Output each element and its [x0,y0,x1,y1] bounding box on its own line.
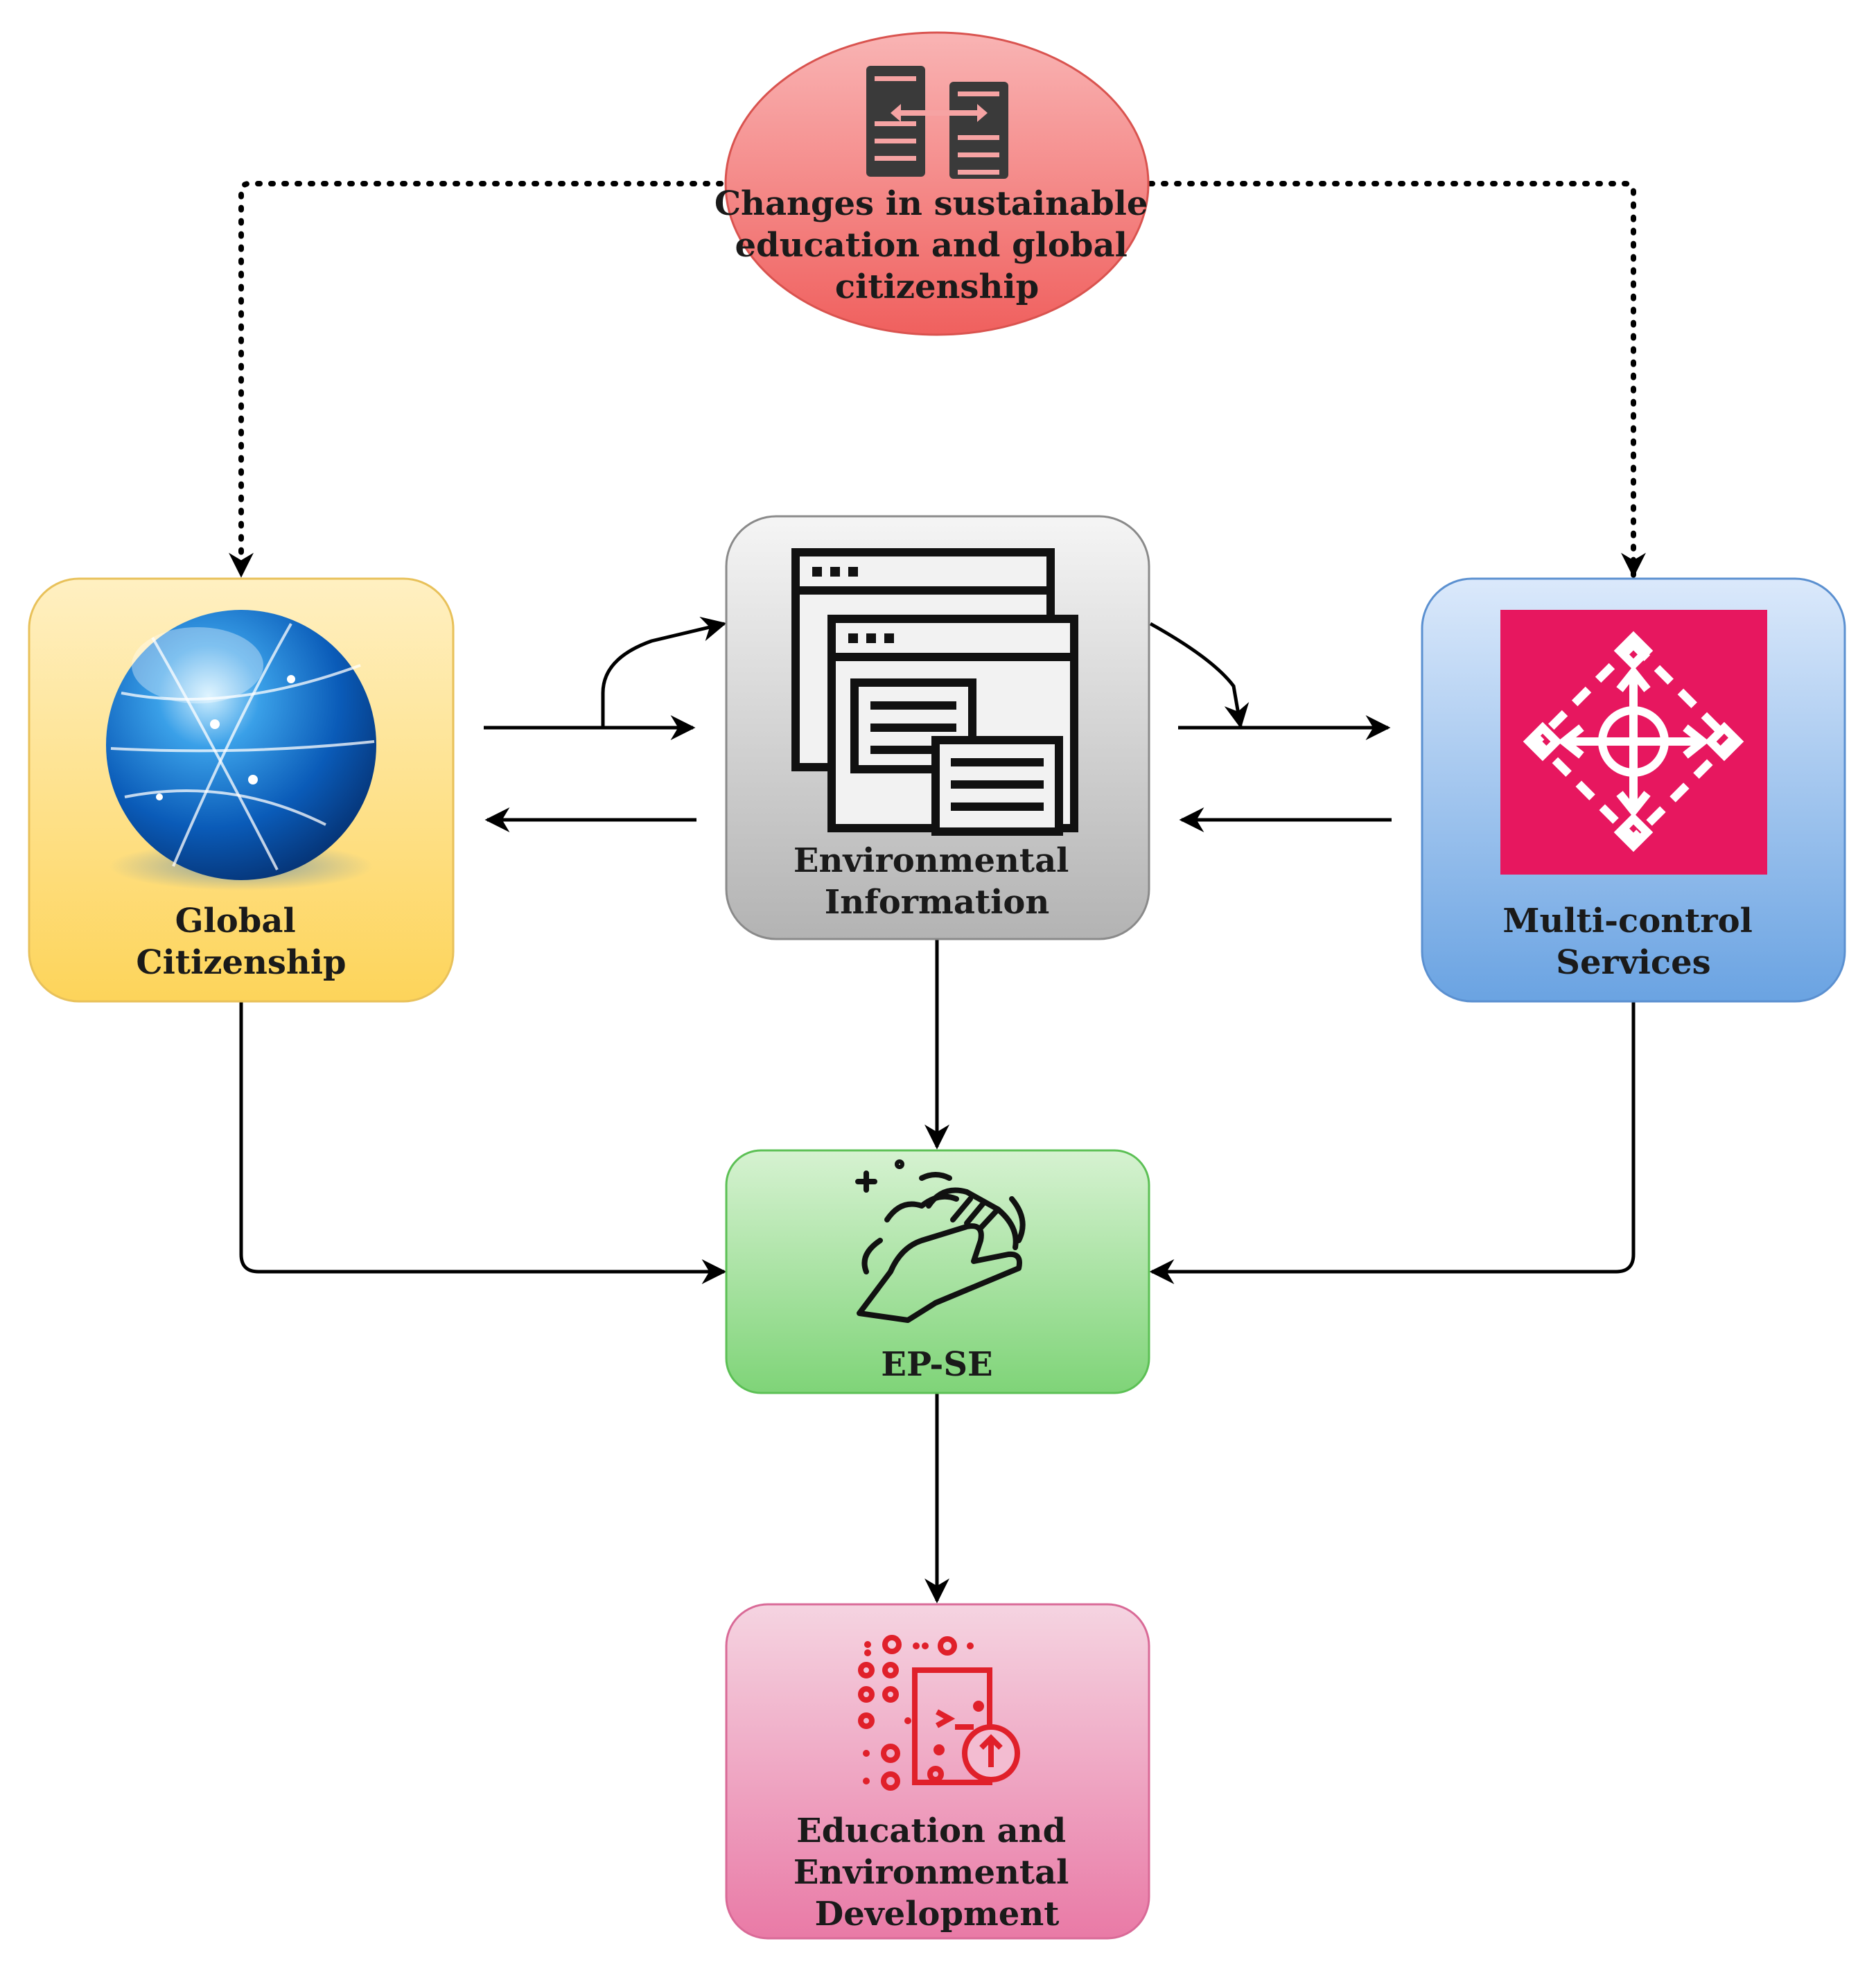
node-changes[interactable]: Changes in sustainable education and glo… [715,31,1159,336]
dotted-connector-right [1148,181,1646,578]
node-edu-label: Education and Environmental Development [794,1812,1080,1933]
connectors [229,181,1646,1604]
node-environmental-information[interactable]: Environmental Information [725,515,1150,940]
hand-washing-icon [855,1159,1026,1323]
node-global-citizenship[interactable]: Global Citizenship [28,577,455,1003]
node-epse-label: EP-SE [881,1345,992,1384]
node-epse-shape [725,1149,1150,1394]
document-upgrade-icon [858,1635,1020,1791]
arrow-global-to-env-curved [601,616,727,728]
node-env-label: Environmental Information [794,841,1080,922]
node-education-development[interactable]: Education and Environmental Development [725,1603,1150,1940]
node-multi-control-services[interactable]: Multi-control Services [1421,577,1846,1003]
node-changes-label: Changes in sustainable education and glo… [715,184,1159,306]
server-exchange-icon [866,66,1008,179]
node-ep-se[interactable]: EP-SE [725,1149,1150,1394]
arrow-global-to-epse [239,1001,727,1284]
node-multi-label: Multi-control Services [1502,902,1764,982]
globe-icon [106,610,376,891]
node-global-label: Global Citizenship [136,902,346,982]
dotted-connector-left [229,181,724,578]
move-arrows-icon [1523,631,1744,852]
arrow-multi-to-epse [1149,1001,1636,1284]
arrow-env-to-multi-curved [1149,622,1250,729]
browser-windows-icon [791,548,1078,836]
node-changes-shape [724,31,1150,336]
